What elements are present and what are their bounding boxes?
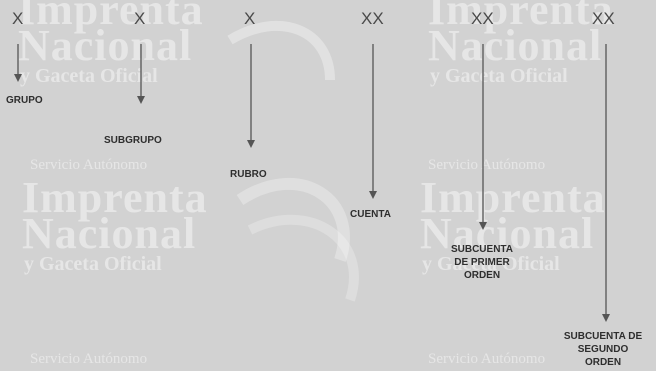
label-line: CUENTA	[350, 209, 391, 220]
code-digit-subcuenta-primer: XX	[471, 9, 494, 28]
label-grupo: GRUPO	[6, 94, 43, 107]
code-digit-cuenta: XX	[361, 9, 384, 28]
label-line: RUBRO	[230, 169, 267, 180]
label-line: ORDEN	[463, 270, 501, 281]
code-digit-subgrupo: X	[134, 9, 146, 28]
code-digit-grupo: X	[12, 9, 24, 28]
code-digit-rubro: X	[244, 9, 256, 28]
label-cuenta: CUENTA	[350, 208, 391, 221]
label-subcuenta-primer-orden: SUBCUENTA DE PRIMER ORDEN	[448, 243, 516, 282]
label-line: SUBCUENTA DE	[563, 331, 643, 342]
label-line: SUBCUENTA	[450, 244, 514, 255]
label-subcuenta-segundo-orden: SUBCUENTA DE SEGUNDO ORDEN	[554, 330, 652, 369]
label-line: GRUPO	[6, 95, 43, 106]
label-subgrupo: SUBGRUPO	[104, 134, 162, 147]
label-line: SUBGRUPO	[104, 135, 162, 146]
label-line: ORDEN	[584, 357, 622, 368]
label-line: SEGUNDO	[577, 344, 629, 355]
code-digit-subcuenta-segundo: XX	[592, 9, 615, 28]
label-line: DE PRIMER	[454, 257, 510, 268]
label-rubro: RUBRO	[230, 168, 267, 181]
